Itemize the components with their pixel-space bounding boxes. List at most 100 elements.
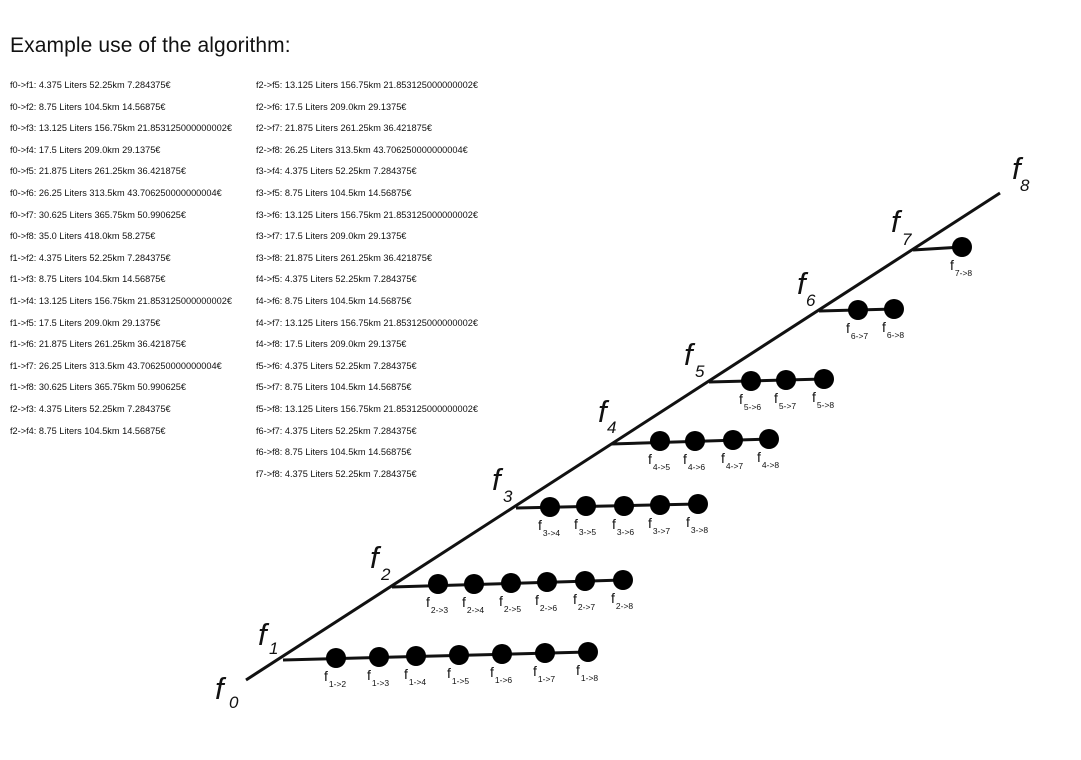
route-node-dot — [406, 646, 426, 666]
route-node-subscript: 1->3 — [372, 678, 390, 688]
route-node-label: f3->8 — [686, 514, 708, 535]
route-node-dot — [613, 570, 633, 590]
route-node-dot — [848, 300, 868, 320]
route-node-letter: f — [367, 667, 371, 683]
route-node-dot — [814, 369, 834, 389]
cost-list-item: f1->f4: 13.125 Liters 156.75km 21.853125… — [10, 295, 232, 306]
route-node-subscript: 2->6 — [540, 603, 558, 613]
route-node-dot — [650, 495, 670, 515]
route-node-subscript: 6->8 — [887, 330, 905, 340]
main-node-subscript: 4 — [607, 418, 616, 437]
route-node-letter: f — [950, 257, 954, 273]
route-node-dot — [576, 496, 596, 516]
route-node-letter: f — [576, 662, 580, 678]
route-node-subscript: 3->6 — [617, 527, 635, 537]
main-route-line — [245, 191, 1001, 682]
branch-f6: f6->7f6->8 — [818, 299, 904, 341]
route-node-dot — [723, 430, 743, 450]
cost-list-left: f0->f1: 4.375 Liters 52.25km 7.284375€f0… — [10, 75, 232, 442]
cost-list-item: f2->f8: 26.25 Liters 313.5km 43.70625000… — [256, 144, 468, 155]
cost-list-item: f1->f7: 26.25 Liters 313.5km 43.70625000… — [10, 360, 222, 371]
cost-list-item: f7->f8: 4.375 Liters 52.25km 7.284375€ — [256, 468, 417, 479]
route-node-dot — [428, 574, 448, 594]
route-node-label: f3->5 — [574, 516, 596, 537]
route-node-subscript: 7->8 — [955, 268, 973, 278]
branch-f7: f7->8 — [912, 237, 973, 278]
cost-list-item: f6->f8: 8.75 Liters 104.5km 14.56875€ — [256, 447, 412, 458]
route-node-letter: f — [611, 590, 615, 606]
route-node-subscript: 1->2 — [329, 679, 347, 689]
route-node-dot — [575, 571, 595, 591]
route-node-letter: f — [447, 665, 451, 681]
cost-list-item: f2->f6: 17.5 Liters 209.0km 29.1375€ — [256, 101, 407, 112]
route-node-label: f1->7 — [533, 663, 555, 684]
route-node-dot — [449, 645, 469, 665]
route-node-letter: f — [612, 516, 616, 532]
route-node-letter: f — [404, 666, 408, 682]
cost-list-item: f1->f8: 30.625 Liters 365.75km 50.990625… — [10, 382, 186, 393]
cost-list-item: f5->f6: 4.375 Liters 52.25km 7.284375€ — [256, 360, 417, 371]
route-node-letter: f — [538, 517, 542, 533]
route-node-subscript: 5->6 — [744, 402, 762, 412]
route-node-dot — [650, 431, 670, 451]
route-node-dot — [688, 494, 708, 514]
route-node-subscript: 4->8 — [762, 460, 780, 470]
cost-list-item: f0->f3: 13.125 Liters 156.75km 21.853125… — [10, 123, 232, 134]
route-node-subscript: 1->6 — [495, 675, 513, 685]
cost-list-item: f4->f6: 8.75 Liters 104.5km 14.56875€ — [256, 295, 412, 306]
route-node-letter: f — [499, 593, 503, 609]
route-node-dot — [759, 429, 779, 449]
route-node-letter: f — [648, 451, 652, 467]
route-node-label: f3->6 — [612, 516, 634, 537]
route-node-label: f1->8 — [576, 662, 598, 683]
route-node-label: f2->4 — [462, 594, 484, 615]
route-node-label: f6->7 — [846, 320, 868, 341]
cost-list-item: f2->f4: 8.75 Liters 104.5km 14.56875€ — [10, 425, 166, 436]
route-node-subscript: 4->7 — [726, 461, 744, 471]
route-node-letter: f — [490, 664, 494, 680]
main-node-subscript: 8 — [1020, 176, 1030, 195]
cost-list-item: f1->f6: 21.875 Liters 261.25km 36.421875… — [10, 339, 186, 350]
route-node-dot — [741, 371, 761, 391]
route-node-label: f2->7 — [573, 591, 595, 612]
route-node-label: f4->7 — [721, 450, 743, 471]
route-node-subscript: 1->5 — [452, 676, 470, 686]
route-node-letter: f — [324, 668, 328, 684]
route-node-label: f2->5 — [499, 593, 521, 614]
route-node-label: f5->8 — [812, 389, 834, 410]
route-node-dot — [776, 370, 796, 390]
route-node-label: f6->8 — [882, 319, 904, 340]
route-node-subscript: 2->3 — [431, 605, 449, 615]
route-node-label: f5->7 — [774, 390, 796, 411]
main-node-letter: f — [215, 671, 227, 706]
branch-f1: f1->2f1->3f1->4f1->5f1->6f1->7f1->8 — [282, 642, 598, 689]
route-node-subscript: 2->5 — [504, 604, 522, 614]
cost-list-item: f0->f2: 8.75 Liters 104.5km 14.56875€ — [10, 101, 166, 112]
route-node-dot — [540, 497, 560, 517]
main-node-subscript: 5 — [695, 362, 705, 381]
route-node-letter: f — [426, 594, 430, 610]
cost-list-item: f0->f7: 30.625 Liters 365.75km 50.990625… — [10, 209, 186, 220]
route-node-label: f1->2 — [324, 668, 346, 689]
route-node-subscript: 4->5 — [653, 462, 671, 472]
route-node-letter: f — [757, 449, 761, 465]
cost-list-item: f4->f8: 17.5 Liters 209.0km 29.1375€ — [256, 339, 407, 350]
route-node-subscript: 1->8 — [581, 673, 599, 683]
route-node-dot — [369, 647, 389, 667]
route-node-letter: f — [846, 320, 850, 336]
route-node-letter: f — [648, 515, 652, 531]
main-node-subscript: 2 — [380, 565, 391, 584]
main-node-label-f7: f7 — [891, 204, 912, 249]
cost-list-item: f1->f5: 17.5 Liters 209.0km 29.1375€ — [10, 317, 161, 328]
route-node-subscript: 5->7 — [779, 401, 797, 411]
main-node-subscript: 7 — [902, 230, 912, 249]
